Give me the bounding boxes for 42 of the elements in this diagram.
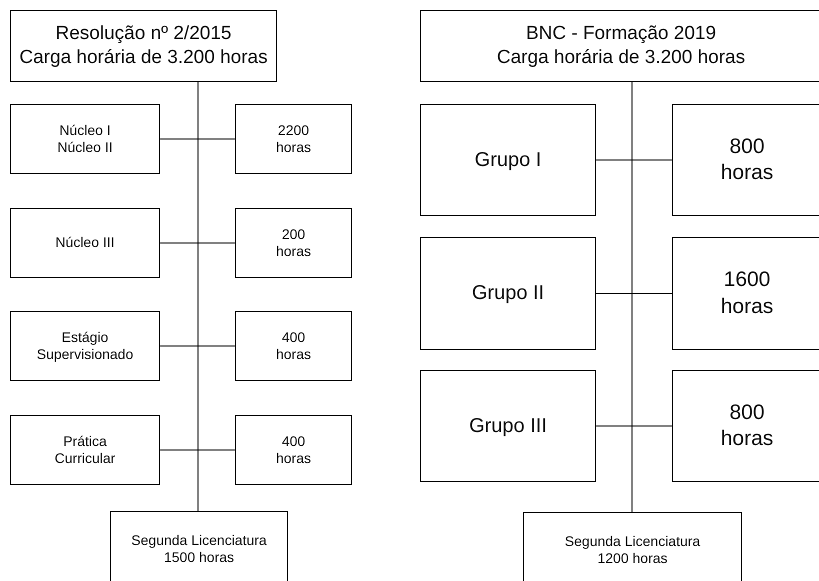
text-box bbox=[420, 370, 596, 482]
box-text: Grupo II bbox=[472, 281, 544, 306]
box-text: Carga horária de 3.200 horas bbox=[19, 46, 268, 70]
box-text: Segunda Licenciatura 1500 horas bbox=[130, 532, 268, 566]
text-box bbox=[420, 10, 819, 82]
box-text: 800 horas bbox=[720, 134, 774, 186]
box-text: Núcleo II bbox=[57, 139, 113, 156]
box-text: Prática Curricular bbox=[54, 432, 116, 468]
text-box bbox=[235, 104, 352, 174]
box-text: Carga horária de 3.200 horas bbox=[496, 46, 746, 70]
text-box bbox=[672, 104, 819, 216]
box-text: BNC - Formação 2019 bbox=[526, 22, 716, 46]
text-box bbox=[672, 237, 819, 350]
text-box bbox=[523, 512, 742, 581]
box-text: Núcleo III bbox=[55, 234, 115, 252]
text-box bbox=[235, 208, 352, 278]
text-box bbox=[110, 511, 288, 581]
text-box bbox=[10, 104, 160, 174]
connector-line bbox=[160, 242, 236, 244]
box-text: Estágio Supervisionado bbox=[36, 328, 134, 364]
box-text: 2200 horas bbox=[274, 122, 312, 156]
box-text: Grupo III bbox=[469, 414, 547, 438]
box-text: 1600 horas bbox=[720, 267, 774, 320]
text-box bbox=[235, 415, 352, 485]
text-box bbox=[420, 237, 596, 350]
box-text: Núcleo I bbox=[59, 122, 111, 139]
box-text: Resolução nº 2/2015 bbox=[56, 22, 232, 46]
text-box bbox=[10, 311, 160, 381]
text-box bbox=[10, 415, 160, 485]
connector-line bbox=[596, 293, 672, 294]
box-text: 200 horas bbox=[274, 226, 312, 260]
text-box bbox=[672, 370, 819, 482]
text-box bbox=[10, 10, 277, 82]
box-text: 400 horas bbox=[274, 328, 312, 364]
text-box bbox=[420, 104, 596, 216]
box-text: Segunda Licenciatura 1200 horas bbox=[564, 532, 702, 568]
connector-line bbox=[160, 138, 236, 140]
box-text: 400 horas bbox=[274, 432, 312, 468]
text-box bbox=[235, 311, 352, 381]
box-text: Grupo I bbox=[474, 148, 542, 172]
text-box bbox=[10, 208, 160, 278]
box-text: 800 horas bbox=[720, 400, 774, 452]
